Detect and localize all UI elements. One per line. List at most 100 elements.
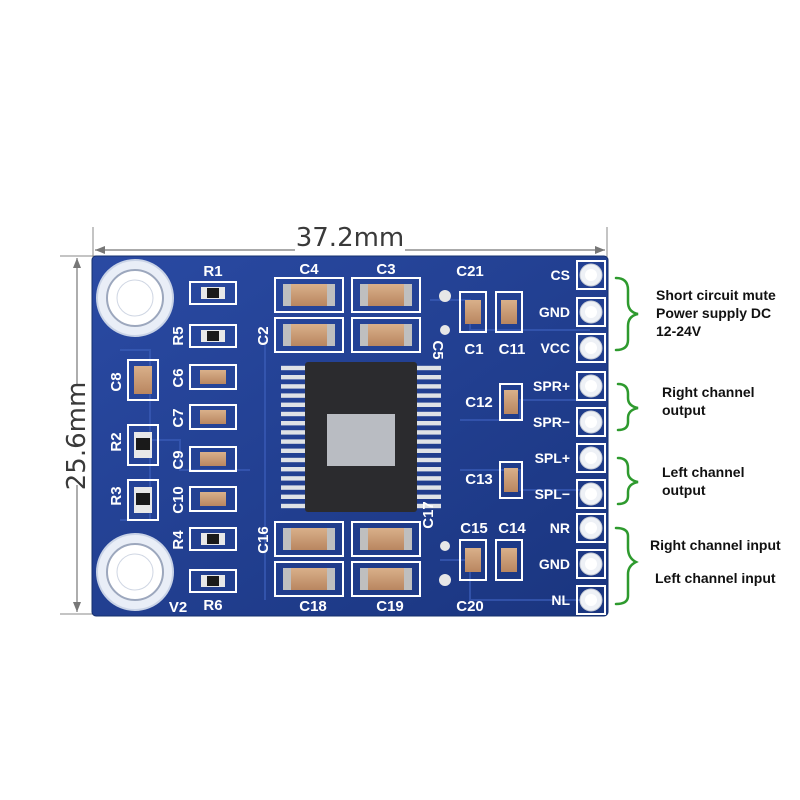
capacitor-c19: C19 <box>351 561 421 615</box>
annotation-power: Short circuit mute Power supply DC 12-24… <box>656 286 776 340</box>
label-c19: C19 <box>376 598 404 615</box>
chip-leg <box>417 485 441 490</box>
label-c16: C16 <box>255 526 272 554</box>
label-c11: C11 <box>499 341 526 358</box>
pin-hole-center <box>585 342 597 354</box>
pin-label: SPR− <box>533 414 570 430</box>
resistor-r6: R6 <box>189 569 237 614</box>
label-c21: C21 <box>456 263 484 280</box>
test-pad-top-2 <box>440 325 450 335</box>
resistor-r4: R4 <box>170 527 237 551</box>
bracket-power <box>614 276 639 352</box>
chip-leg <box>281 375 305 380</box>
bracket-left-output <box>616 456 639 506</box>
annotation-left-output-line-1: Left channel <box>662 464 745 480</box>
chip-thermal-pad <box>327 414 395 466</box>
pin-6: SPL− <box>535 479 606 509</box>
pin-7: NR <box>550 513 606 543</box>
resistor-r3: R3 <box>108 479 159 521</box>
annotation-right-output: Right channel output <box>662 383 755 419</box>
label-c12: C12 <box>465 394 493 411</box>
chip-leg <box>417 467 441 472</box>
mounting-hole-top <box>96 259 174 337</box>
pin-label: SPL− <box>535 486 570 502</box>
pin-9: NL <box>551 585 606 615</box>
chip-leg <box>417 393 441 398</box>
width-label: 37.2mm <box>296 223 405 253</box>
chip-leg <box>281 485 305 490</box>
capacitor-c1: C1 <box>459 291 487 358</box>
capacitor-c16: C16 <box>255 521 344 557</box>
capacitor-c15: C15 <box>459 520 488 581</box>
pin-hole-center <box>585 558 597 570</box>
label-c18: C18 <box>299 598 327 615</box>
pin-label: VCC <box>540 340 570 356</box>
pin-pad-frame <box>576 260 606 290</box>
height-dimension: 25.6mm <box>58 255 98 615</box>
test-pad-bottom <box>440 541 450 551</box>
pin-pad-frame <box>576 333 606 363</box>
pin-pad-frame <box>576 443 606 473</box>
label-c14: C14 <box>498 520 526 537</box>
annotation-left-output: Left channel output <box>662 463 744 499</box>
pin-pad-frame <box>576 297 606 327</box>
pin-pad-frame <box>576 479 606 509</box>
label-c8: C8 <box>108 372 125 391</box>
width-dimension: 37.2mm <box>92 222 608 262</box>
label-r1: R1 <box>203 263 222 280</box>
label-c5: C5 <box>429 340 446 359</box>
pin-hole-center <box>585 522 597 534</box>
pin-pad-frame <box>576 549 606 579</box>
pin-hole-center <box>585 416 597 428</box>
capacitor-c12: C12 <box>465 383 523 421</box>
capacitor-c17: C17 <box>351 501 437 557</box>
pin-pad-frame <box>576 371 606 401</box>
pin-hole-center <box>585 452 597 464</box>
pin-pad-frame <box>576 585 606 615</box>
chip-leg <box>417 430 441 435</box>
chip-leg <box>417 503 441 509</box>
pin-hole-center <box>585 594 597 606</box>
capacitor-c7: C7 <box>170 404 237 430</box>
chip-leg <box>281 476 305 481</box>
pin-5: SPL+ <box>535 443 606 473</box>
chip-leg <box>417 439 441 444</box>
capacitor-c8: C8 <box>108 359 159 401</box>
label-v2: V2 <box>169 599 187 616</box>
pin-label: NL <box>551 592 570 608</box>
chip-leg <box>417 457 441 463</box>
chip-leg <box>281 421 305 426</box>
annotation-right-input: Right channel input <box>650 537 781 553</box>
chip-leg <box>281 467 305 472</box>
capacitor-c3: C3 <box>351 261 421 313</box>
label-c2: C2 <box>255 326 272 345</box>
chip-leg <box>417 411 441 417</box>
pin-pad-frame <box>576 513 606 543</box>
annotation-left-output-line-2: output <box>662 482 706 498</box>
label-r3: R3 <box>108 486 125 505</box>
pin-hole-center <box>585 306 597 318</box>
pin-label: GND <box>539 556 570 572</box>
amplifier-chip <box>281 362 441 512</box>
pin-hole-center <box>585 269 597 281</box>
pin-1: GND <box>539 297 606 327</box>
chip-leg <box>417 384 441 389</box>
chip-leg <box>281 494 305 499</box>
capacitor-c11: C11 <box>495 291 526 358</box>
label-c6: C6 <box>170 368 187 387</box>
label-c9: C9 <box>170 450 187 469</box>
capacitor-c6: C6 <box>170 364 237 390</box>
pin-3: SPR+ <box>533 371 606 401</box>
capacitor-c18: C18 <box>274 561 344 615</box>
test-pad-top <box>439 290 451 302</box>
chip-leg <box>417 365 441 371</box>
capacitor-c14: C14 <box>495 520 526 581</box>
annotation-right-output-line-2: output <box>662 402 706 418</box>
pin-label: SPL+ <box>535 450 570 466</box>
pin-2: VCC <box>540 333 606 363</box>
chip-leg <box>281 448 305 453</box>
label-c7: C7 <box>170 408 187 427</box>
resistor-r1: R1 <box>189 263 237 305</box>
